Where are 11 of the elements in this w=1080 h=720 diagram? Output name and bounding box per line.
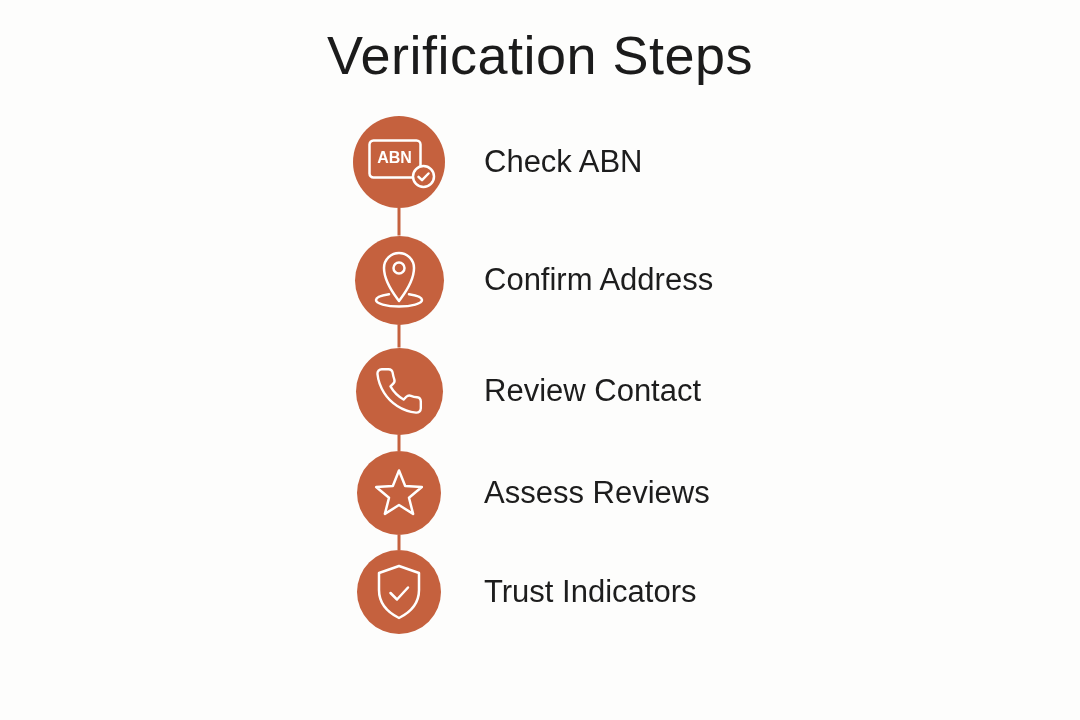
connector-line	[397, 535, 401, 550]
connector-line	[397, 434, 401, 451]
step-label: Trust Indicators	[484, 573, 697, 611]
title: Verification Steps	[325, 24, 755, 87]
step-label: Confirm Address	[484, 261, 714, 299]
connector-line	[397, 324, 401, 348]
step-label: Review Contact	[484, 372, 702, 410]
connector-line	[397, 208, 401, 236]
step-label: Check ABN	[484, 143, 643, 181]
step-label: Assess Reviews	[484, 474, 710, 512]
card-label: ABN	[377, 149, 412, 167]
